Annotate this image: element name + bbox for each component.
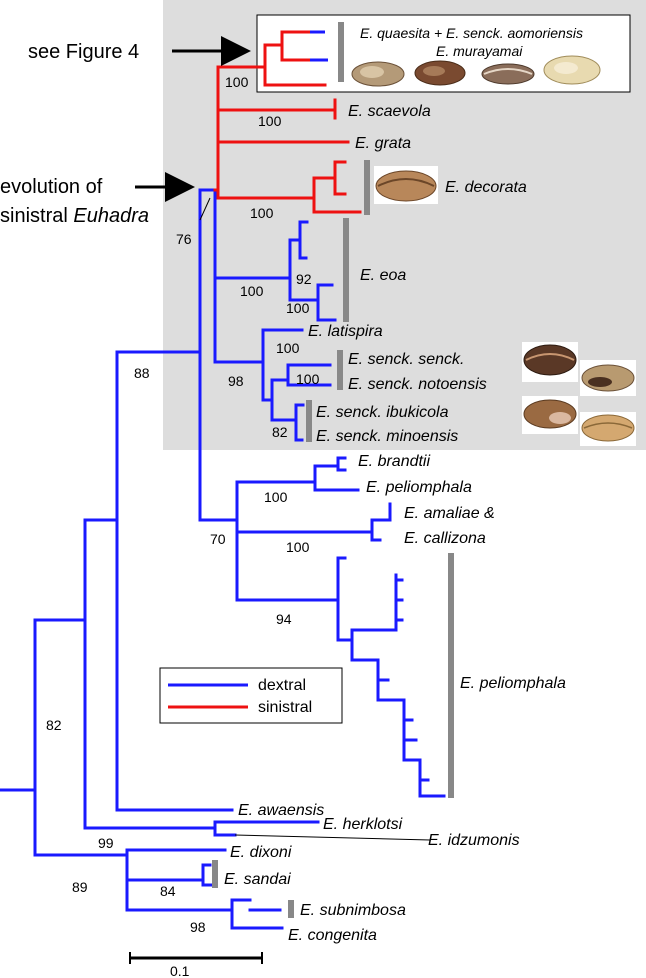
- taxon-eoa: E. eoa: [360, 267, 406, 284]
- taxon-dixoni: E. dixoni: [230, 844, 292, 861]
- evolution-label-prefix: sinistral: [0, 205, 73, 227]
- taxon-senck-minoensis: E. senck. minoensis: [316, 428, 458, 445]
- shell-senck2-icon: [580, 360, 636, 396]
- taxon-senck-ibukicola: E. senck. ibukicola: [316, 404, 449, 421]
- bootstrap-value: 100: [264, 489, 288, 505]
- taxon-latispira: E. latispira: [308, 323, 383, 340]
- bootstrap-value: 94: [276, 611, 292, 627]
- shell-decorata-icon: [374, 166, 438, 204]
- legend-dextral-label: dextral: [258, 677, 306, 694]
- clade-bars: [212, 22, 454, 918]
- idzumonis-leader: [234, 834, 431, 841]
- evolution-label-line1: evolution of: [0, 176, 103, 198]
- shell-aomoriensis-icon: [481, 63, 535, 85]
- taxon-senck-senck: E. senck. senck.: [348, 351, 465, 368]
- bootstrap-value: 82: [272, 424, 288, 440]
- inset-blue-tips: [310, 30, 328, 62]
- shell-senck3-icon: [522, 396, 578, 434]
- shell-images: [351, 55, 636, 446]
- shell-senck1-icon: [522, 342, 578, 382]
- bootstrap-value: 100: [276, 340, 300, 356]
- taxon-murayamai: E. murayamai: [436, 43, 523, 59]
- bootstrap-value: 100: [296, 371, 320, 387]
- taxon-peliomphala-1: E. peliomphala: [366, 479, 472, 496]
- bootstrap-value: 100: [286, 300, 310, 316]
- sinistral-branches: [213, 30, 362, 214]
- bootstrap-value: 98: [190, 919, 206, 935]
- bootstrap-value: 89: [72, 879, 88, 895]
- bootstrap-value: 76: [176, 231, 192, 247]
- taxon-amaliae: E. amaliae &: [404, 505, 495, 522]
- taxon-quaesita: E. quaesita + E. senck. aomoriensis: [360, 25, 583, 41]
- taxon-sandai: E. sandai: [224, 871, 291, 888]
- legend-sinistral-label: sinistral: [258, 699, 312, 716]
- taxon-senck-notoensis: E. senck. notoensis: [348, 376, 487, 393]
- bootstrap-value: 100: [240, 283, 264, 299]
- bootstrap-value: 100: [250, 205, 274, 221]
- evolution-label-line2: sinistral Euhadra: [0, 205, 149, 227]
- taxon-decorata: E. decorata: [445, 179, 527, 196]
- bootstrap-value: 99: [98, 835, 114, 851]
- scale-bar-label: 0.1: [170, 963, 190, 978]
- taxon-grata: E. grata: [355, 135, 411, 152]
- legend-box: [159, 667, 343, 724]
- taxon-callizona: E. callizona: [404, 530, 486, 547]
- taxon-scaevola: E. scaevola: [348, 103, 431, 120]
- bootstrap-value: 92: [296, 271, 312, 287]
- taxon-peliomphala-2: E. peliomphala: [460, 675, 566, 692]
- legend: dextral sinistral: [159, 667, 343, 724]
- taxon-subnimbosa: E. subnimbosa: [300, 902, 406, 919]
- shell-senck4-icon: [580, 412, 636, 446]
- taxon-awaensis: E. awaensis: [238, 802, 324, 819]
- bootstrap-value: 100: [286, 539, 310, 555]
- taxon-congenita: E. congenita: [288, 927, 377, 944]
- bootstrap-value: 82: [46, 717, 62, 733]
- see-figure-label: see Figure 4: [28, 41, 139, 63]
- taxon-brandtii: E. brandtii: [358, 453, 430, 470]
- shell-pale-icon: [543, 55, 601, 85]
- bootstrap-value: 100: [225, 74, 249, 90]
- evolution-label-genus: Euhadra: [73, 205, 149, 227]
- bootstrap-value: 70: [210, 531, 226, 547]
- bootstrap-values: 100 100 100 76 92 100 100 100 98 100 82 …: [46, 74, 320, 935]
- bootstrap-value: 100: [258, 113, 282, 129]
- scale-bar: 0.1: [129, 952, 263, 978]
- bootstrap-value: 98: [228, 373, 244, 389]
- evolution-pointer: [199, 197, 211, 221]
- taxon-labels: E. quaesita + E. senck. aomoriensis E. m…: [224, 25, 583, 944]
- bootstrap-value: 84: [160, 883, 176, 899]
- shell-murayamai-icon: [414, 60, 466, 86]
- shell-quaesita-icon: [351, 61, 405, 87]
- taxon-herklotsi: E. herklotsi: [323, 816, 403, 833]
- taxon-idzumonis: E. idzumonis: [428, 832, 520, 849]
- dextral-branches: [0, 188, 446, 930]
- bootstrap-value: 88: [134, 365, 150, 381]
